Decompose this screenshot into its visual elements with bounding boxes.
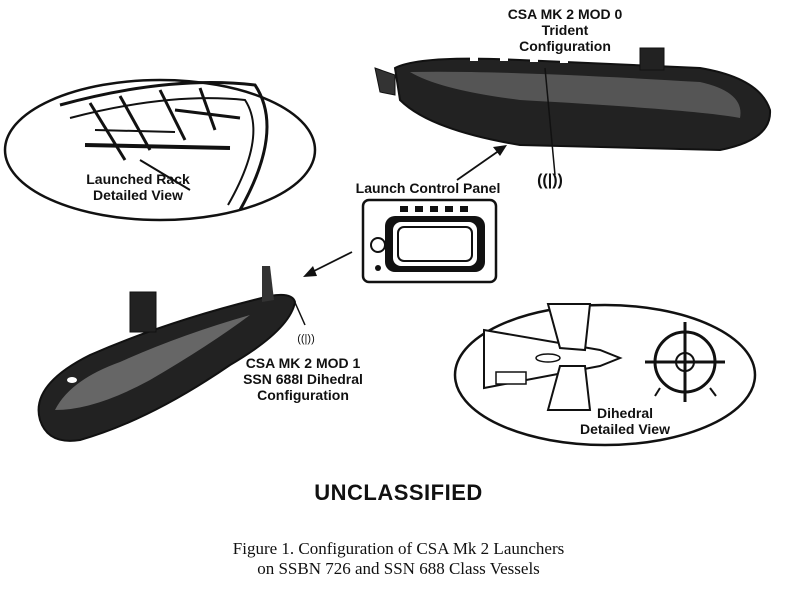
dihedral-label-line-2: Detailed View	[579, 421, 670, 437]
trident-hatch-markings	[470, 55, 568, 63]
trident-config-label: CSA MK 2 MOD 0 Trident Configuration	[490, 6, 640, 54]
ssn-transmitter-glyph: ((|))	[297, 333, 315, 345]
trident-label-line-3: Configuration	[519, 38, 611, 54]
trident-transmitter-glyph: ((|))	[537, 172, 563, 189]
arrow-to-ssn	[303, 251, 353, 277]
dihedral-label-line-1: Dihedral	[596, 405, 653, 421]
dihedral-detail-view	[453, 303, 757, 447]
ssn-config-label: CSA MK 2 MOD 1 SSN 688I Dihedral Configu…	[228, 355, 378, 403]
trident-label-line-1: CSA MK 2 MOD 0	[507, 6, 623, 22]
ssn-submarine-illustration	[37, 266, 306, 442]
trident-submarine-illustration	[374, 47, 772, 176]
caption-line-1: Figure 1. Configuration of CSA Mk 2 Laun…	[232, 539, 565, 558]
launched-rack-label: Launched Rack Detailed View	[68, 171, 208, 203]
launch-control-panel-label: Launch Control Panel	[355, 180, 501, 196]
arrow-to-trident	[456, 145, 507, 181]
classification-banner: UNCLASSIFIED	[314, 480, 483, 505]
trident-label-line-2: Trident	[541, 22, 589, 38]
rack-label-line-2: Detailed View	[92, 187, 183, 203]
dihedral-label: Dihedral Detailed View	[570, 405, 680, 437]
ssn-label-line-1: CSA MK 2 MOD 1	[245, 355, 361, 371]
ssn-label-line-3: Configuration	[257, 387, 349, 403]
figure-caption: Figure 1. Configuration of CSA Mk 2 Laun…	[0, 539, 797, 579]
rack-label-line-1: Launched Rack	[86, 171, 190, 187]
launch-control-panel-illustration	[361, 198, 498, 284]
transmitter-glyph-label: ((|))	[537, 172, 563, 189]
ssn-label-line-2: SSN 688I Dihedral	[243, 371, 363, 387]
caption-line-2: on SSBN 726 and SSN 688 Class Vessels	[257, 559, 540, 578]
ssn-transmitter-glyph-label: ((|))	[297, 333, 315, 345]
launched-rack-detail-view	[3, 78, 317, 222]
